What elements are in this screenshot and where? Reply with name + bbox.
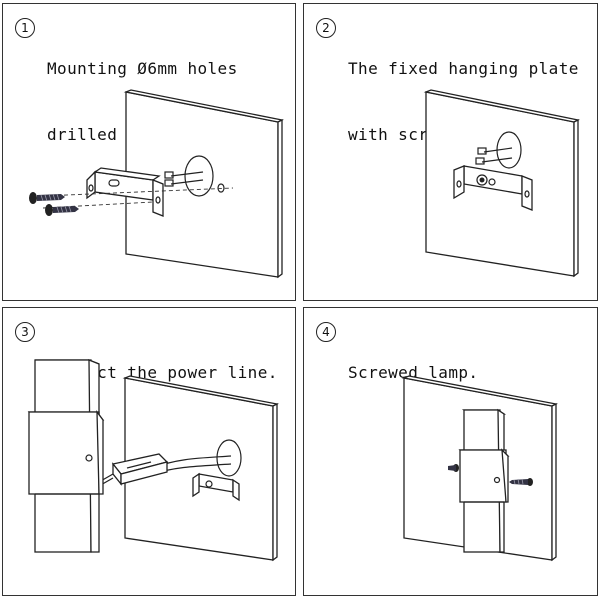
step-panel-2: 2 The fixed hanging plate with screws.: [303, 3, 598, 301]
step-2-illustration: [423, 89, 580, 278]
step-panel-3: 3 Connect the power line.: [2, 307, 296, 596]
cable-hole: [216, 439, 242, 477]
step-4-illustration: [401, 375, 559, 562]
step-3-illustration: [27, 359, 280, 562]
screw-icon: [509, 478, 533, 486]
screw-icon: [29, 192, 65, 204]
step-2-line-1: The fixed hanging plate: [348, 59, 579, 78]
step-number-3: 3: [15, 322, 35, 342]
step-1-line-1: Mounting Ø6mm holes: [47, 59, 238, 78]
screw-icon: [448, 464, 459, 472]
led-driver-icon: [111, 453, 169, 486]
hanging-plate-icon: [453, 165, 533, 211]
step-number-1: 1: [15, 18, 35, 38]
screw-icon: [45, 204, 79, 216]
wall-lamp-icon: [458, 408, 510, 553]
step-caption-2: 2 The fixed hanging plate with screws.: [316, 14, 579, 190]
step-number-4: 4: [316, 322, 336, 342]
hanging-plate-icon: [192, 472, 240, 502]
step-1-illustration: [29, 89, 284, 279]
wall-lamp-icon: [27, 359, 105, 553]
cable-hole: [184, 155, 214, 197]
step-caption-4: 4 Screwed lamp.: [316, 318, 478, 428]
step-number-2: 2: [316, 18, 336, 38]
step-4-line-1: Screwed lamp.: [348, 363, 479, 382]
step-panel-4: 4 Screwed lamp.: [303, 307, 598, 596]
step-panel-1: 1 Mounting Ø6mm holes drilled in the wal…: [2, 3, 296, 301]
